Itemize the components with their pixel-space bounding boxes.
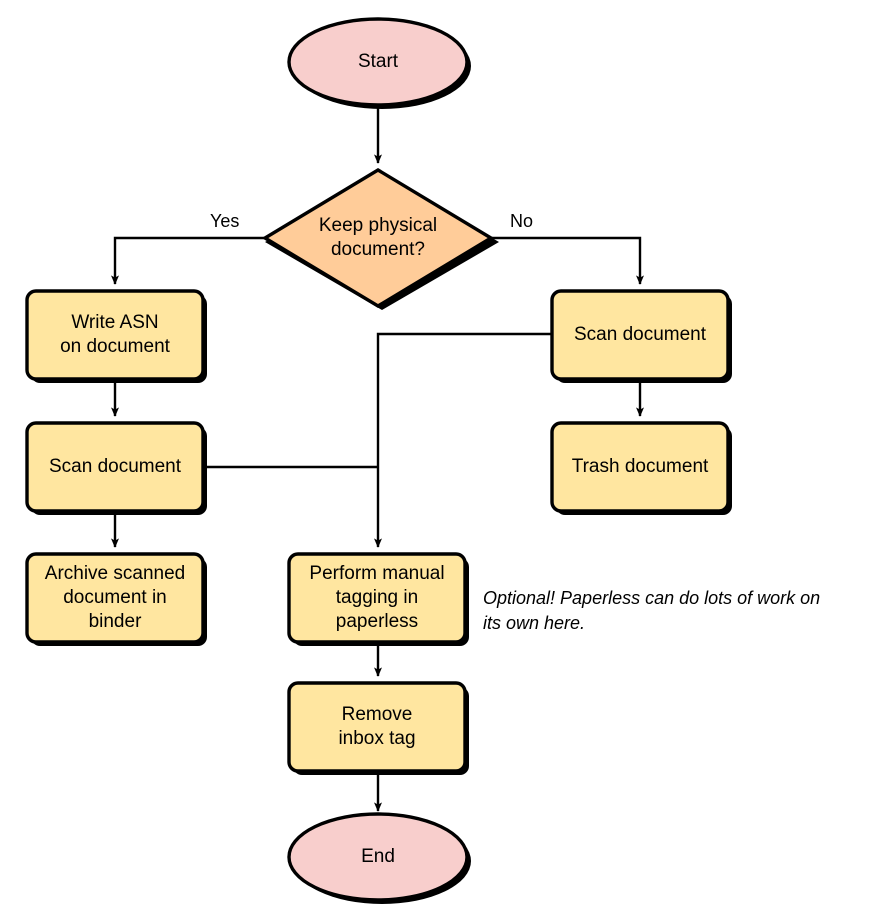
node-shapes bbox=[25, 17, 730, 902]
edge-decision-yes bbox=[111, 236, 265, 285]
node-scan-document-right[interactable] bbox=[550, 289, 730, 381]
node-scan-document-left[interactable] bbox=[25, 421, 205, 513]
edge-decision-no bbox=[491, 236, 644, 285]
node-trash-document[interactable] bbox=[550, 421, 730, 513]
node-write-asn-on-document[interactable] bbox=[25, 289, 205, 381]
edge-label-yes: Yes bbox=[210, 211, 240, 231]
optional-note: Optional! Paperless can do lots of work … bbox=[483, 588, 821, 633]
edge-scan-right-to-tagging bbox=[374, 332, 552, 548]
connectors bbox=[111, 105, 644, 812]
node-perform-manual-tagging-in-paperless[interactable] bbox=[287, 552, 467, 644]
node-start[interactable] bbox=[287, 17, 469, 107]
node-remove-inbox-tag[interactable] bbox=[287, 681, 467, 773]
node-keep-physical-document[interactable] bbox=[261, 168, 495, 308]
node-end[interactable] bbox=[287, 812, 469, 902]
node-archive-scanned-document-in-binder[interactable] bbox=[25, 552, 205, 644]
edge-label-no: No bbox=[510, 211, 534, 231]
